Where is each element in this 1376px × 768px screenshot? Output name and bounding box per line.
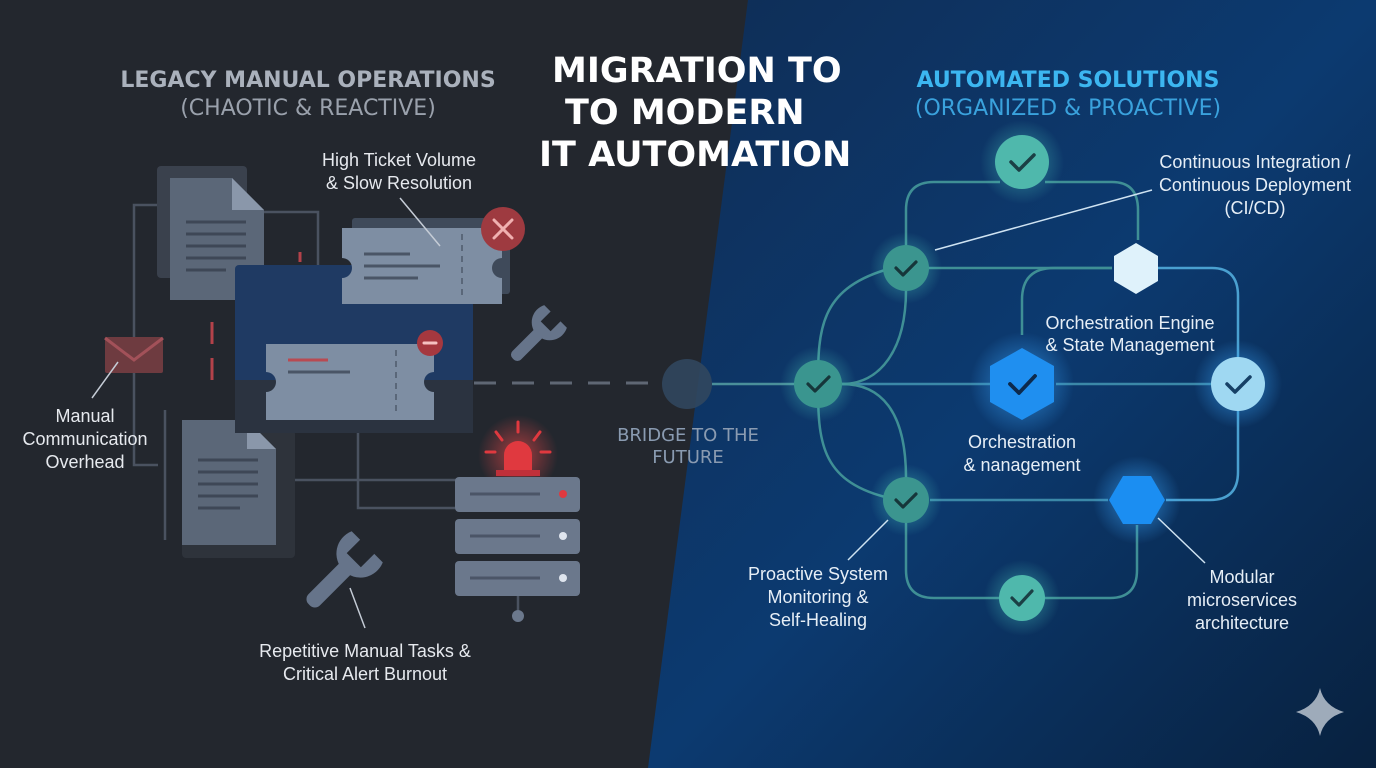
- svg-text:TO MODERN: TO MODERN: [565, 93, 805, 133]
- svg-text:BRIDGE TO THE: BRIDGE TO THE: [617, 425, 759, 446]
- server-rack-icon: [455, 477, 580, 622]
- automated-subheading: (ORGANIZED & PROACTIVE): [915, 96, 1221, 121]
- check-icon: [894, 492, 918, 509]
- svg-text:MIGRATION TO: MIGRATION TO: [552, 51, 842, 91]
- alarm-siren-icon: [478, 415, 558, 495]
- check-icon: [1225, 375, 1252, 394]
- label-microservices: Modular microservices architecture: [1187, 567, 1297, 633]
- svg-text:Continuous Integration /: Continuous Integration /: [1159, 152, 1350, 172]
- svg-text:Proactive System: Proactive System: [748, 564, 888, 584]
- document-icon: [182, 420, 295, 558]
- label-monitoring: Proactive System Monitoring & Self-Heali…: [748, 564, 888, 630]
- minus-icon: [417, 330, 443, 356]
- svg-text:Monitoring &: Monitoring &: [767, 587, 868, 607]
- automated-leader-lines: [847, 189, 1206, 564]
- svg-text:& nanagement: & nanagement: [963, 455, 1080, 475]
- hexagon-microservices: [1093, 456, 1181, 544]
- svg-text:Manual: Manual: [55, 406, 114, 426]
- check-icon: [806, 375, 831, 393]
- svg-text:Continuous Deployment: Continuous Deployment: [1159, 175, 1351, 195]
- check-node-entry: [780, 346, 856, 422]
- check-node-cicd: [870, 232, 942, 304]
- svg-text:Repetitive Manual Tasks &: Repetitive Manual Tasks &: [259, 641, 471, 661]
- svg-text:High Ticket Volume: High Ticket Volume: [322, 150, 476, 170]
- hexagon-orchestration: [970, 332, 1074, 436]
- hexagon-icon: [1114, 243, 1158, 294]
- svg-text:Overhead: Overhead: [45, 452, 124, 472]
- label-ticket-volume: High Ticket Volume & Slow Resolution: [322, 150, 476, 193]
- svg-text:IT AUTOMATION: IT AUTOMATION: [539, 135, 851, 175]
- check-icon: [1009, 153, 1036, 172]
- svg-text:& Slow Resolution: & Slow Resolution: [326, 173, 472, 193]
- close-icon: [481, 207, 525, 251]
- svg-text:Modular: Modular: [1209, 567, 1274, 587]
- page-title: MIGRATION TO TO MODERN IT AUTOMATION: [539, 51, 851, 175]
- legacy-alert-dashes: [210, 252, 302, 385]
- svg-text:Orchestration Engine: Orchestration Engine: [1045, 313, 1214, 333]
- label-repetitive-tasks: Repetitive Manual Tasks & Critical Alert…: [259, 641, 471, 684]
- ticket-icon: [266, 344, 434, 420]
- bridge-label: BRIDGE TO THE FUTURE: [617, 425, 759, 468]
- legacy-heading: LEGACY MANUAL OPERATIONS: [120, 68, 495, 93]
- label-orchestration-engine: Orchestration Engine & State Management: [1045, 313, 1214, 355]
- check-node-monitoring: [870, 464, 942, 536]
- svg-text:microservices: microservices: [1187, 590, 1297, 610]
- check-node-top: [980, 120, 1064, 204]
- check-icon: [1008, 374, 1037, 395]
- check-node-right: [1194, 340, 1282, 428]
- label-cicd: Continuous Integration / Continuous Depl…: [1159, 152, 1351, 218]
- wrench-icon: [510, 305, 567, 362]
- legacy-connectors: [132, 203, 520, 610]
- legacy-subheading: (CHAOTIC & REACTIVE): [180, 96, 436, 121]
- svg-text:Critical Alert Burnout: Critical Alert Burnout: [283, 664, 447, 684]
- svg-text:Orchestration: Orchestration: [968, 432, 1076, 452]
- label-manual-communication: Manual Communication Overhead: [22, 406, 147, 472]
- svg-text:FUTURE: FUTURE: [652, 447, 724, 468]
- bridge-node: [662, 359, 712, 409]
- check-icon: [894, 260, 918, 277]
- svg-text:& State Management: & State Management: [1045, 335, 1214, 355]
- check-icon: [1010, 589, 1034, 607]
- sparkle-icon: [1296, 688, 1344, 736]
- automated-heading: AUTOMATED SOLUTIONS: [917, 68, 1220, 93]
- svg-text:(CI/CD): (CI/CD): [1225, 198, 1286, 218]
- legacy-leader-lines: [91, 197, 441, 629]
- ticket-icon: [342, 218, 510, 304]
- svg-text:architecture: architecture: [1195, 613, 1289, 633]
- svg-text:Self-Healing: Self-Healing: [769, 610, 867, 630]
- label-orchestration: Orchestration & nanagement: [963, 432, 1080, 475]
- check-node-bottom: [984, 560, 1060, 636]
- wrench-icon: [306, 531, 383, 608]
- svg-text:Communication: Communication: [22, 429, 147, 449]
- envelope-icon: [104, 336, 164, 373]
